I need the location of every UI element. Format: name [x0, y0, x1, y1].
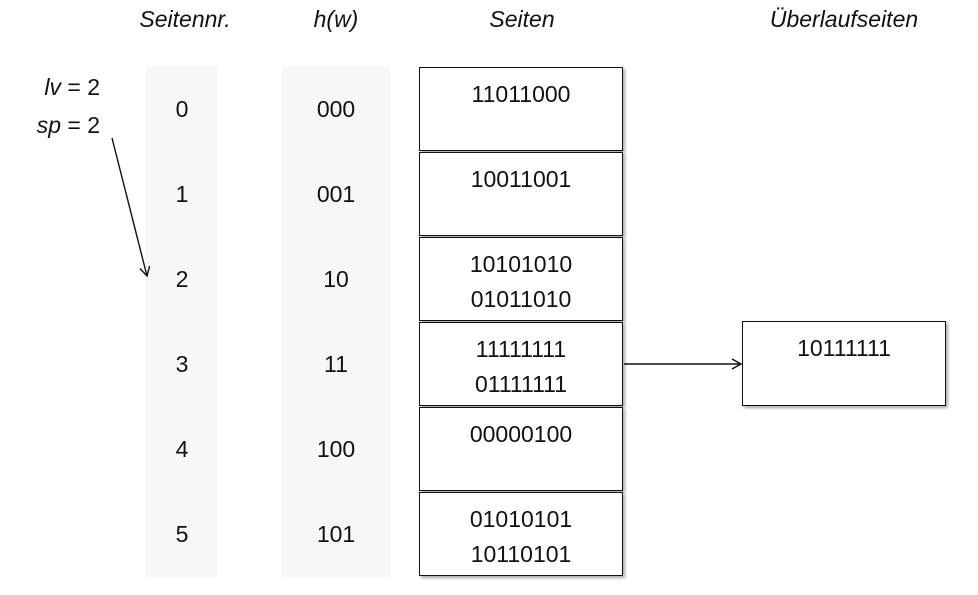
header-overflow-pages: Überlaufseiten: [769, 6, 919, 32]
split-pointer-arrow: [111, 137, 151, 278]
header-hash: h(w): [313, 6, 359, 32]
page-record: 11011000: [471, 81, 571, 107]
page-number-cell: 5: [175, 521, 189, 547]
overflow-record: 10111111: [797, 335, 891, 361]
sp-label: sp: [36, 112, 61, 138]
page-record: 01011010: [470, 286, 572, 312]
page-number-cell: 4: [175, 436, 189, 462]
page-box: 01010101 10110101: [419, 492, 623, 576]
annotation-lv: lv = 2: [18, 71, 100, 103]
page-record: 10101010: [469, 251, 573, 277]
page-box: 00000100: [419, 407, 623, 491]
header-pages: Seiten: [489, 6, 555, 32]
hash-cell: 11: [324, 351, 348, 377]
page-box: 10101010 01011010: [419, 237, 623, 321]
page-record: 10110101: [470, 541, 572, 567]
hash-cell: 101: [316, 521, 356, 547]
page-number-cell: 0: [175, 96, 189, 122]
page-record: 01111111: [474, 371, 568, 397]
lv-label: lv: [44, 74, 61, 100]
annotation-sp: sp = 2: [18, 109, 100, 141]
header-page-number: Seitennr.: [139, 6, 231, 32]
lv-value: = 2: [60, 74, 100, 100]
overflow-page: 10111111: [742, 321, 946, 406]
hash-cell: 100: [316, 436, 356, 462]
hash-cell: 000: [316, 96, 356, 122]
page-box: 11011000: [419, 67, 623, 151]
page-box: 11111111 01111111: [419, 322, 623, 406]
page-box: 10011001: [419, 152, 623, 236]
hash-column: [282, 66, 390, 578]
page-number-cell: 2: [175, 266, 189, 292]
hash-cell: 10: [323, 266, 349, 292]
page-record: 01010101: [469, 506, 573, 532]
page-record: 10011001: [470, 166, 572, 192]
page-number-column: [146, 66, 218, 578]
page-number-cell: 3: [175, 351, 189, 377]
hash-cell: 001: [316, 181, 356, 207]
page-number-cell: 1: [175, 181, 189, 207]
sp-value: = 2: [60, 112, 100, 138]
page-record: 00000100: [469, 421, 573, 447]
page-record: 11111111: [475, 336, 567, 362]
